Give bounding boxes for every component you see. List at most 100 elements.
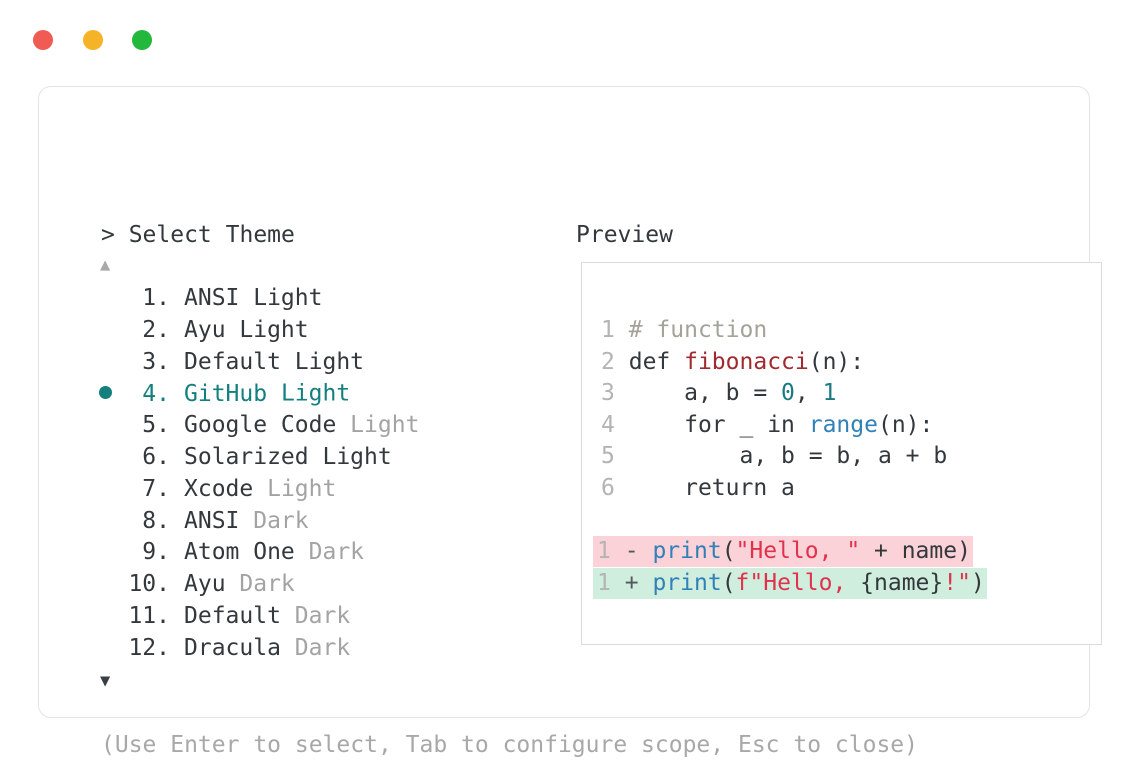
scroll-up-icon[interactable]: ▲ <box>100 255 111 275</box>
theme-item-variant: Light <box>308 443 392 470</box>
line-number: 2 <box>601 348 615 375</box>
code-token: 1 <box>822 380 837 407</box>
theme-item-variant: Dark <box>225 571 295 598</box>
theme-item-number: 7. <box>142 475 170 502</box>
code-token: # function <box>628 317 768 343</box>
diff-line-add: 1 + print(f"Hello, {name}!") <box>593 567 987 600</box>
theme-list-item[interactable]: 7. Xcode Light <box>99 474 539 506</box>
theme-item-name: GitHub <box>184 380 268 407</box>
code-token: a, b = b, a + b <box>628 443 948 470</box>
line-number: 4 <box>601 411 615 438</box>
theme-item-variant: Light <box>280 348 365 375</box>
theme-item-variant: Dark <box>294 539 365 566</box>
diff-sign: - <box>624 538 639 564</box>
theme-list-item[interactable]: 5.Google Code Light <box>99 410 539 442</box>
theme-list-item[interactable]: 9. Atom One Dark <box>99 537 539 569</box>
code-token: a, b = <box>628 380 782 407</box>
theme-list-item[interactable]: 6.Solarized Light <box>99 442 539 474</box>
code-token: for _ in <box>628 411 809 438</box>
theme-item-number: 9. <box>142 539 170 566</box>
code-token: , <box>794 380 823 407</box>
diff-sign: + <box>624 569 639 596</box>
theme-item-number: 2. <box>142 316 170 343</box>
preview-label: Preview <box>576 222 673 248</box>
diff-highlight: 1 - print("Hello, " + name) <box>593 536 973 567</box>
theme-item-number: 6. <box>142 443 170 470</box>
code-token: (n): <box>877 411 934 438</box>
selected-bullet-icon <box>99 386 112 400</box>
code-token: fibonacci <box>684 348 809 375</box>
theme-item-number: 4. <box>142 380 170 407</box>
code-token: + name) <box>860 538 971 564</box>
code-token: {name} <box>860 569 944 596</box>
theme-item-name: Atom One <box>184 539 295 566</box>
theme-item-number: 8. <box>142 507 170 534</box>
theme-list-item[interactable]: 2. Ayu Light <box>99 315 539 347</box>
code-line: 3 a, b = 0, 1 <box>601 378 947 410</box>
code-token: print <box>652 538 722 564</box>
theme-item-number: 11. <box>128 602 170 629</box>
line-number: 6 <box>601 474 615 501</box>
theme-item-name: Google Code <box>184 412 337 439</box>
diff-highlight: 1 + print(f"Hello, {name}!") <box>593 567 987 599</box>
theme-list-item[interactable]: 1. ANSI Light <box>99 283 539 315</box>
theme-item-number: 10. <box>128 571 170 598</box>
theme-item-number: 3. <box>142 348 170 375</box>
code-line: 5 a, b = b, a + b <box>601 441 947 473</box>
diff-line-del: 1 - print("Hello, " + name) <box>593 536 987 568</box>
maximize-dot[interactable] <box>132 30 153 50</box>
theme-item-variant: Light <box>239 285 323 311</box>
theme-list-item[interactable]: 4. GitHub Light <box>99 378 539 410</box>
close-dot[interactable] <box>33 30 53 50</box>
theme-list-item[interactable]: 8. ANSI Dark <box>99 506 539 538</box>
keyboard-hint: (Use Enter to select, Tab to configure s… <box>101 732 918 758</box>
code-line: 1 # function <box>601 315 947 347</box>
code-token: ( <box>721 538 736 564</box>
theme-item-name: Xcode <box>184 475 254 502</box>
theme-item-variant: Dark <box>239 507 309 534</box>
minimize-dot[interactable] <box>82 30 103 50</box>
line-number: 5 <box>601 443 615 470</box>
theme-item-variant: Light <box>225 316 309 343</box>
theme-item-variant: Dark <box>280 602 351 629</box>
theme-item-name: Dracula <box>184 634 281 661</box>
theme-item-variant: Light <box>267 380 351 407</box>
theme-list-item[interactable]: 3.Default Light <box>99 347 539 379</box>
theme-item-variant: Dark <box>280 634 351 661</box>
code-line: 4 for _ in range(n): <box>601 410 947 442</box>
diff-block: 1 - print("Hello, " + name)1 + print(f"H… <box>593 536 987 600</box>
theme-item-name: Ayu <box>184 571 226 598</box>
theme-item-number: 1. <box>142 285 170 311</box>
code-line: 6 return a <box>601 473 947 505</box>
code-token: f"Hello, <box>735 569 861 596</box>
theme-list-item[interactable]: 12. Dracula Dark <box>99 633 539 665</box>
code-token: ) <box>970 569 985 596</box>
line-number: 1 <box>601 317 615 343</box>
line-number: 3 <box>601 380 615 407</box>
theme-item-name: Default <box>184 602 281 629</box>
code-token: range <box>808 411 878 438</box>
theme-picker-card: > Select Theme Preview ▲ 1. ANSI Light 2. A… <box>38 86 1102 758</box>
window-controls <box>33 30 172 54</box>
theme-list-item[interactable]: 10. Ayu Dark <box>99 569 539 601</box>
code-token: print <box>652 569 722 596</box>
page-title: > Select Theme <box>101 222 295 248</box>
theme-item-number: 12. <box>128 634 170 661</box>
theme-list-item[interactable]: 11. Default Dark <box>99 601 539 633</box>
line-number: 1 <box>597 538 611 564</box>
code-token: def <box>628 348 685 375</box>
theme-item-name: ANSI <box>184 507 240 534</box>
theme-item-name: ANSI <box>184 285 240 311</box>
theme-item-variant: Light <box>253 475 337 502</box>
theme-item-name: Ayu <box>184 316 226 343</box>
line-number: 1 <box>597 569 611 596</box>
selection-bullet-slot <box>99 378 114 410</box>
code-token: !" <box>943 569 971 596</box>
code-line: 2 def fibonacci(n): <box>601 347 947 379</box>
code-token: (n): <box>808 348 865 375</box>
scroll-down-icon[interactable]: ▼ <box>100 671 111 691</box>
code-token: return a <box>628 474 795 501</box>
